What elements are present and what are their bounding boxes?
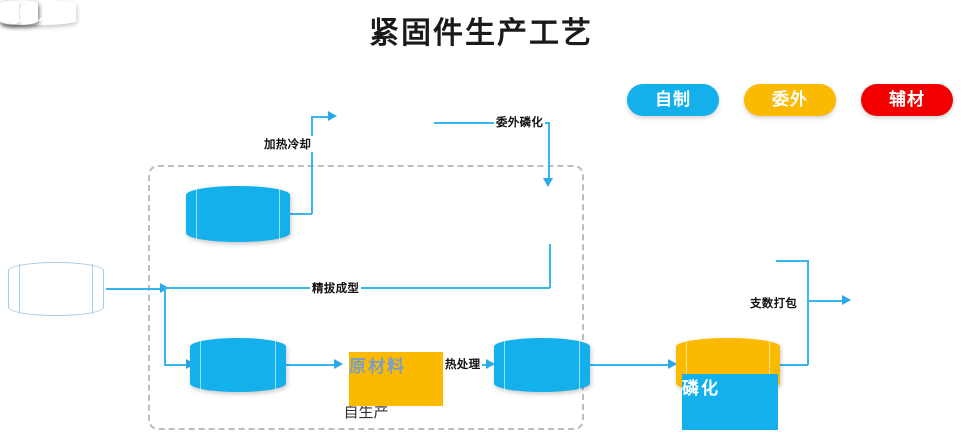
legend-item-outsourced[interactable]: 委外 [744, 84, 836, 116]
node-packing-warehousing[interactable]: 打包入库 [0, 0, 76, 25]
cylinder-right-edge [65, 1, 66, 24]
cylinder-right-edge [27, 1, 28, 24]
edge-washer-down-v [807, 260, 809, 365]
node-label: 夹尾 [0, 5, 38, 24]
cylinder-right-edge [275, 339, 276, 391]
node-label: 镀锌 [0, 5, 38, 24]
edge-phosphate-arrow [328, 111, 337, 121]
legend-label: 辅材 [889, 90, 925, 109]
cylinder-left-edge [504, 339, 505, 391]
node-raw-material[interactable]: 原材料 [8, 262, 443, 406]
edge-label-outsource-phosphating: 委外磷化 [494, 114, 546, 130]
cylinder-left-edge [686, 339, 687, 391]
cylinder-left-edge [196, 187, 197, 241]
edge-thread-arrow [334, 359, 343, 369]
edge-finedraw-arrow [543, 178, 553, 187]
legend-item-auxiliary[interactable]: 辅材 [861, 84, 953, 116]
cylinder-right-edge [579, 339, 580, 391]
edge-phosphate-down-v [548, 122, 550, 180]
edge-anneal-up-v [311, 116, 313, 214]
node-phosphating[interactable]: 磷化 [186, 186, 778, 430]
node-thread-rolling[interactable]: 搓丝 [0, 0, 38, 25]
node-galvanizing[interactable]: 镀锌 [0, 0, 38, 25]
cylinder-right-edge [92, 264, 93, 314]
legend-label: 自制 [655, 90, 691, 109]
edge-raw-to-coldhead-h1 [106, 288, 162, 290]
edge-washer-out-h [776, 260, 808, 262]
legend-item-self-made[interactable]: 自制 [627, 84, 719, 116]
edge-finedraw-down-v [549, 244, 551, 288]
edge-thread-to-tail-h2 [479, 364, 488, 366]
node-label: 搓丝 [0, 5, 38, 24]
self-production-group-label: 自生产 [343, 404, 389, 421]
edge-galvanize-out-h [776, 364, 808, 366]
node-fine-drawing[interactable]: 精拔 [494, 338, 590, 392]
cylinder-right-edge [769, 339, 770, 391]
self-production-group [148, 165, 584, 430]
edge-anneal-out-h [288, 213, 312, 215]
edge-packstore-arrow [842, 295, 851, 305]
node-label: 原材料 [349, 352, 443, 406]
edge-tail-to-galvanize-h [588, 364, 670, 366]
cylinder-right-edge [8, 1, 9, 24]
edge-coldhead-to-thread-h [284, 364, 336, 366]
node-tail-clamping[interactable]: 夹尾 [0, 0, 38, 25]
cylinder-right-edge [279, 187, 280, 241]
node-label: 打包入库 [0, 5, 76, 24]
edge-label-heat-cool: 加热冷却 [262, 136, 314, 152]
edge-junction-to-store-h [807, 300, 845, 302]
edge-anneal-to-phosphate-h [311, 116, 329, 118]
legend-label: 委外 [772, 90, 808, 109]
edge-into-coldhead-h [164, 364, 188, 366]
edge-galvanize-arrow [668, 359, 677, 369]
node-label: 磷化 [682, 374, 778, 430]
node-washer[interactable]: 垫 [0, 0, 19, 25]
edge-label-count-packing: 支数打包 [748, 295, 800, 311]
page-title: 紧固件生产工艺 [369, 17, 593, 50]
edge-label-heat-treatment: 热处理 [443, 356, 483, 372]
edge-label-finedraw-forming: 精拔成型 [310, 280, 362, 296]
edge-tail-arrow [486, 359, 495, 369]
node-label: 垫 [0, 5, 19, 24]
cylinder-left-edge [19, 264, 20, 314]
cylinder-left-edge [200, 339, 201, 391]
cylinder-left-edge [10, 1, 11, 24]
edge-finedraw-to-coldhead-v [164, 287, 166, 365]
node-rough-draw-annealing[interactable]: 毛拔退火 [190, 338, 286, 392]
edge-phosphate-out-h [434, 122, 550, 124]
